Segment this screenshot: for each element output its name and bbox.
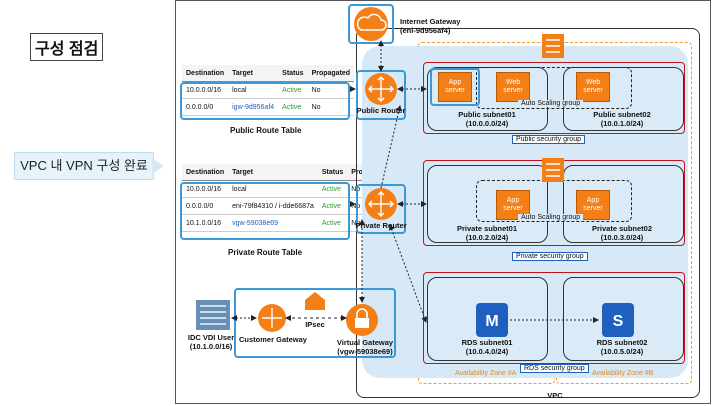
- public-app-server: App server: [438, 72, 472, 102]
- cell-target: local: [228, 180, 318, 198]
- cell-propagated: No: [307, 98, 355, 116]
- public-table-highlight: [180, 82, 350, 120]
- subnet-name: Private subnet02: [591, 224, 653, 233]
- public-web-server-2: Web server: [576, 72, 610, 102]
- private-route-table-caption: Private Route Table: [228, 248, 303, 257]
- public-auto-scaling-box: [476, 67, 632, 109]
- public-route-table-caption: Public Route Table: [230, 126, 302, 135]
- idc-name: IDC VDI User: [187, 333, 235, 342]
- virtual-gateway-label: Virtual Gateway (vgw-59038e69): [330, 338, 400, 356]
- private-app-server-1: App server: [496, 190, 530, 220]
- col-propagated: Propagated: [307, 65, 355, 82]
- igw-name: Internet Gateway: [400, 17, 461, 26]
- idc-label: IDC VDI User (10.1.0.0/16): [184, 333, 238, 351]
- cell-destination: 10.1.0.0/16: [182, 214, 229, 232]
- subnet-cidr: (10.0.2.0/24): [465, 232, 509, 242]
- private-subnet02-label: Private subnet02 (10.0.3.0/24): [572, 224, 672, 242]
- col-target: Target: [228, 65, 279, 82]
- private-route-table: Destination Target Status Propagated 10.…: [182, 164, 394, 232]
- private-auto-scaling-label: Auto Scaling group: [518, 214, 584, 221]
- internet-gateway-label: Internet Gateway (eni-9d956af4): [400, 17, 480, 35]
- cell-target: local: [228, 81, 279, 99]
- igw-highlight: [348, 4, 394, 44]
- ipsec-label: IPsec: [305, 320, 325, 329]
- igw-id: (eni-9d956af4): [400, 25, 451, 35]
- subnet-name: Public subnet02: [593, 110, 651, 119]
- app-server-highlight: [430, 68, 480, 106]
- public-router-label: Public Router: [356, 106, 406, 115]
- rds-subnet02-label: RDS subnet02 (10.0.5.0/24): [572, 338, 672, 356]
- col-status: Status: [278, 65, 308, 82]
- col-destination: Destination: [182, 65, 229, 82]
- private-app-server-2: App server: [576, 190, 610, 220]
- rds-subnet01-label: RDS subnet01 (10.0.4.0/24): [437, 338, 537, 356]
- subnet-name: Public subnet01: [458, 110, 516, 119]
- idc-cidr: (10.1.0.0/16): [189, 341, 233, 351]
- az-a-label: Availability Zone #A: [455, 370, 517, 377]
- vpc-label: VPC: [547, 391, 563, 400]
- table-header-row: Destination Target Status Propagated: [182, 65, 355, 82]
- callout-pointer: [152, 158, 164, 174]
- cell-status: Active: [317, 214, 348, 232]
- az-b-label: Availability Zone #B: [592, 370, 654, 377]
- public-security-group-label: Public security group: [512, 135, 585, 144]
- table-row: 10.1.0.0/16 vgw-59038e69 Active No: [182, 214, 394, 232]
- private-subnet01-label: Private subnet01 (10.0.2.0/24): [437, 224, 537, 242]
- private-table-highlight: [180, 182, 350, 240]
- cell-target: vgw-59038e69: [228, 214, 318, 232]
- cell-status: Active: [278, 98, 308, 116]
- public-web-server-1: Web server: [496, 72, 530, 102]
- public-auto-scaling-label: Auto Scaling group: [518, 100, 584, 107]
- col-status: Status: [317, 164, 348, 181]
- public-route-table: Destination Target Status Propagated 10.…: [182, 65, 355, 116]
- public-security-group-box: [423, 62, 685, 134]
- customer-gateway-label: Customer Gateway: [239, 335, 307, 344]
- vgw-name: Virtual Gateway: [336, 338, 394, 347]
- table-row: 10.0.0.0/16 local Active No: [182, 81, 355, 99]
- cell-destination: 0.0.0.0/0: [182, 98, 229, 116]
- public-subnet01-label: Public subnet01 (10.0.0.0/24): [437, 110, 537, 128]
- cell-destination: 10.0.0.0/16: [182, 81, 229, 99]
- cell-target: eni-79f84310 / i-dde6687a: [228, 197, 318, 215]
- public-subnet02-label: Public subnet02 (10.0.1.0/24): [572, 110, 672, 128]
- table-row: 0.0.0.0/0 igw-9d956af4 Active No: [182, 98, 355, 116]
- private-router-label: Private Router: [355, 221, 407, 230]
- subnet-name: RDS subnet02: [596, 338, 648, 347]
- page-title: 구성 점검: [30, 33, 104, 61]
- subnet-cidr: (10.0.5.0/24): [600, 346, 644, 356]
- subnet-name: RDS subnet01: [461, 338, 513, 347]
- cell-target: igw-9d956af4: [228, 98, 279, 116]
- col-destination: Destination: [182, 164, 229, 181]
- cell-propagated: No: [307, 81, 355, 99]
- col-target: Target: [228, 164, 318, 181]
- vgw-id: (vgw-59038e69): [337, 346, 393, 356]
- cell-status: Active: [317, 197, 348, 215]
- subnet-cidr: (10.0.1.0/24): [600, 118, 644, 128]
- rds-security-group-label: RDS security group: [520, 364, 589, 373]
- cell-destination: 10.0.0.0/16: [182, 180, 229, 198]
- subnet-cidr: (10.0.3.0/24): [600, 232, 644, 242]
- vpn-highlight: [234, 288, 396, 358]
- cell-destination: 0.0.0.0/0: [182, 197, 229, 215]
- cell-status: Active: [278, 81, 308, 99]
- subnet-cidr: (10.0.4.0/24): [465, 346, 509, 356]
- subnet-name: Private subnet01: [456, 224, 518, 233]
- cell-status: Active: [317, 180, 348, 198]
- subnet-cidr: (10.0.0.0/24): [465, 118, 509, 128]
- status-callout: VPC 내 VPN 구성 완료: [14, 152, 154, 180]
- private-security-group-label: Private security group: [512, 252, 588, 261]
